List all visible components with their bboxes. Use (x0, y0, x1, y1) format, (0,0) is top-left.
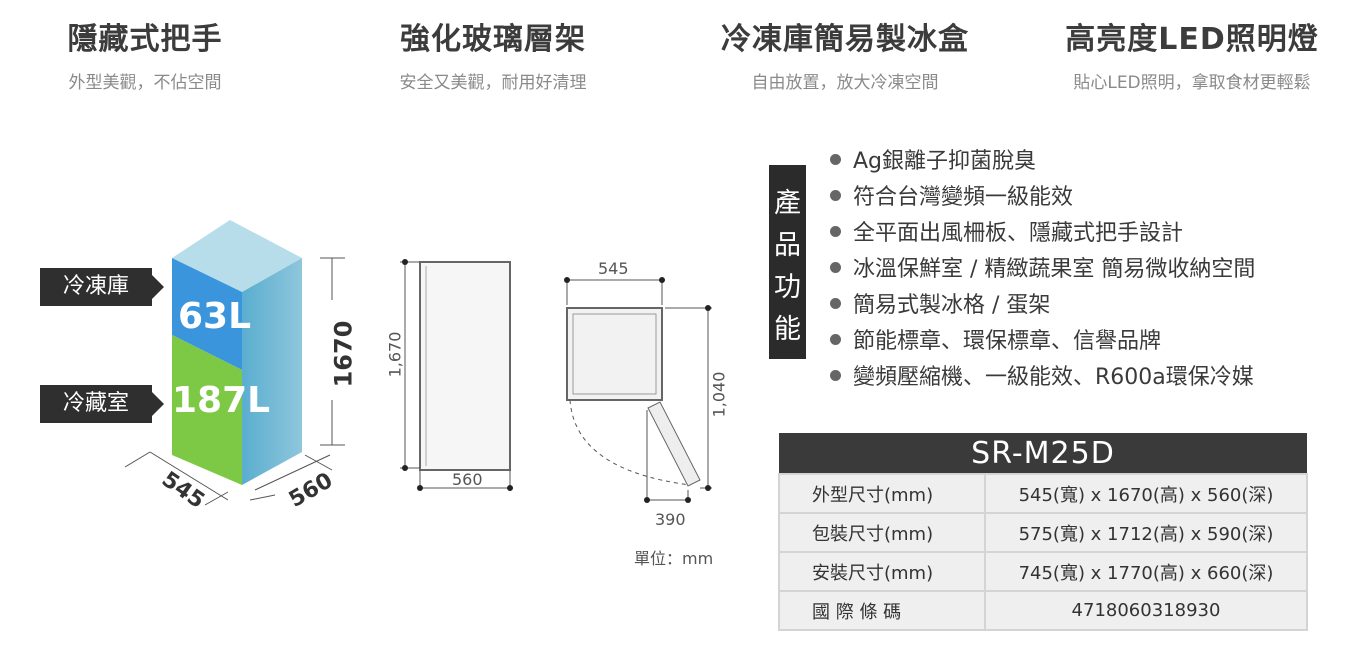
spec-label: 國 際 條 碼 (778, 590, 986, 631)
fridge-volume: 187L (172, 380, 271, 421)
feature-hidden-handle: 隱藏式把手 外型美觀，不佔空間 (0, 14, 315, 93)
spec-value: 545(寬) x 1670(高) x 560(深) (984, 473, 1308, 514)
fridge-label: 冷藏室 (40, 385, 164, 423)
product-functions-heading-text: 產品功能 (774, 188, 801, 345)
model-number: SR-M25D (779, 433, 1307, 474)
spec-value: 575(寬) x 1712(高) x 590(深) (984, 512, 1308, 553)
feature-subtitle: 安全又美觀，耐用好清理 (399, 73, 587, 93)
spec-table: SR-M25D 外型尺寸(mm)545(寬) x 1670(高) x 560(深… (778, 433, 1308, 631)
spec-label: 安裝尺寸(mm) (778, 551, 986, 592)
feature-title: 高亮度LED照明燈 (1065, 22, 1319, 57)
feature-title: 隱藏式把手 (67, 22, 223, 57)
feature-subtitle: 外型美觀，不佔空間 (68, 73, 222, 93)
feature-subtitle: 自由放置，放大冷凍空間 (751, 73, 939, 93)
table-row: 包裝尺寸(mm)575(寬) x 1712(高) x 590(深) (778, 512, 1308, 553)
product-functions-heading: 產品功能 (769, 165, 806, 359)
top-width-dimension: 545 (598, 259, 629, 278)
list-item: Ag銀離子抑菌脫臭 (830, 144, 1255, 180)
product-functions-list: Ag銀離子抑菌脫臭 符合台灣變頻一級能效 全平面出風柵板、隱藏式把手設計 冰溫保… (830, 144, 1255, 396)
feature-led-light: 高亮度LED照明燈 貼心LED照明，拿取食材更輕鬆 (1022, 14, 1362, 93)
table-row: 外型尺寸(mm)545(寬) x 1670(高) x 560(深) (778, 473, 1308, 514)
feature-title: 強化玻璃層架 (400, 22, 586, 57)
feature-glass-shelf: 強化玻璃層架 安全又美觀，耐用好清理 (323, 14, 663, 93)
freezer-label: 冷凍庫 (40, 268, 164, 306)
list-item: 符合台灣變頻一級能效 (830, 180, 1255, 216)
fridge-3d-illustration (172, 220, 302, 485)
unit-label: 單位：mm (634, 549, 714, 568)
top-depth-dimension: 1,040 (709, 371, 729, 418)
feature-subtitle: 貼心LED照明，拿取食材更輕鬆 (1073, 73, 1311, 93)
list-item: 全平面出風柵板、隱藏式把手設計 (830, 216, 1255, 252)
freezer-volume: 63L (178, 296, 252, 337)
table-row: 安裝尺寸(mm)745(寬) x 1770(高) x 660(深) (778, 551, 1308, 592)
feature-title: 冷凍庫簡易製冰盒 (721, 22, 969, 57)
spec-label: 外型尺寸(mm) (778, 473, 986, 514)
height-dimension: 1670 (329, 320, 358, 388)
door-clearance-dimension: 390 (655, 510, 686, 529)
list-item: 冰溫保鮮室 / 精緻蔬果室 簡易微收納空間 (830, 252, 1255, 288)
spec-value: 745(寬) x 1770(高) x 660(深) (984, 551, 1308, 592)
list-item: 變頻壓縮機、一級能效、R600a環保冷媒 (830, 360, 1255, 396)
feature-ice-tray: 冷凍庫簡易製冰盒 自由放置，放大冷凍空間 (675, 14, 1015, 93)
list-item: 節能標章、環保標章、信譽品牌 (830, 324, 1255, 360)
front-width-dimension: 560 (452, 470, 483, 489)
list-item: 簡易式製冰格 / 蛋架 (830, 288, 1255, 324)
spec-value: 4718060318930 (984, 590, 1308, 631)
spec-label: 包裝尺寸(mm) (778, 512, 986, 553)
front-height-dimension: 1,670 (385, 331, 405, 378)
